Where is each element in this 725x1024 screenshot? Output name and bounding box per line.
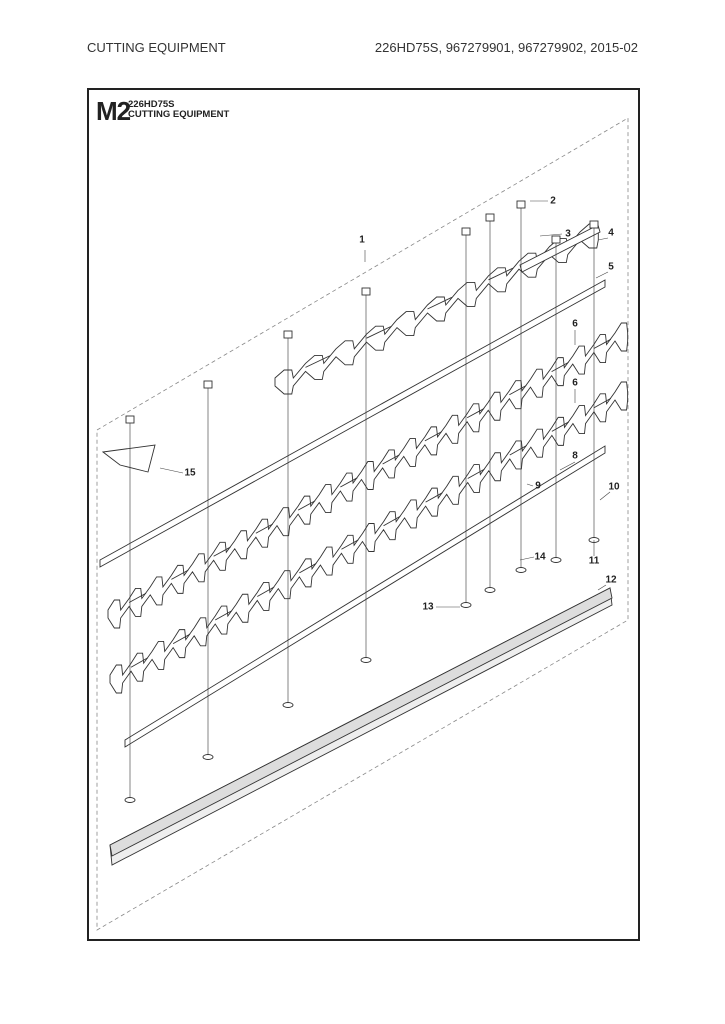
- nut: [516, 200, 526, 209]
- leader-line: [519, 556, 535, 561]
- blade-slot: [551, 421, 569, 432]
- cutting-blade-lower: [109, 381, 629, 694]
- nut: [485, 213, 495, 222]
- cutting-blade-upper: [107, 322, 629, 629]
- callout-1: 1: [359, 234, 365, 246]
- diagram-heading: 226HD75S CUTTING EQUIPMENT: [128, 100, 229, 120]
- blade-slot: [467, 468, 485, 479]
- header-model-info: 226HD75S, 967279901, 967279902, 2015-02: [374, 40, 638, 55]
- callout-11: 11: [588, 555, 600, 567]
- blade-slot: [366, 326, 392, 339]
- plate-5: [519, 224, 601, 273]
- bolt-head: [460, 602, 472, 608]
- callout-3: 3: [565, 228, 571, 240]
- callout-2: 2: [550, 195, 556, 207]
- callout-5: 5: [608, 261, 614, 273]
- leader-line: [526, 483, 534, 487]
- callout-6: 6: [572, 318, 578, 330]
- blade-slot: [427, 296, 453, 310]
- support-bar-top: [99, 279, 606, 568]
- blade-slot: [382, 454, 400, 465]
- callout-4: 4: [608, 227, 614, 239]
- assembly-boundary: [96, 117, 629, 931]
- blade-slot: [213, 546, 231, 557]
- nut: [125, 415, 135, 424]
- blade-slot: [172, 633, 191, 645]
- diagram-model: 226HD75S: [128, 99, 175, 110]
- blade-slot: [424, 431, 442, 442]
- bolt-head: [124, 797, 136, 803]
- leader-line: [597, 237, 609, 241]
- leader-line: [539, 233, 563, 237]
- callout-9: 9: [535, 480, 541, 492]
- bolt-head: [550, 557, 562, 563]
- diagram-title: CUTTING EQUIPMENT: [128, 109, 230, 120]
- blade-slot: [130, 657, 149, 668]
- callout-10: 10: [608, 481, 620, 493]
- blade-slot: [341, 539, 359, 550]
- callout-15: 15: [184, 467, 196, 479]
- diagram-frame: [87, 88, 640, 941]
- callout-8: 8: [572, 450, 578, 462]
- blade-slot: [425, 492, 443, 503]
- bolt-head: [282, 702, 294, 708]
- blade-slot: [299, 563, 317, 574]
- blade-slot: [171, 569, 189, 580]
- leader-line: [595, 271, 609, 279]
- nut: [283, 330, 293, 339]
- bolt-head: [515, 567, 527, 573]
- callout-14: 14: [534, 551, 546, 563]
- blade-guard-15: [101, 444, 156, 473]
- blade-slot: [593, 338, 611, 349]
- callout-12: 12: [605, 574, 617, 586]
- nut: [589, 220, 599, 229]
- bolt-head: [202, 754, 214, 760]
- bolt-head: [484, 587, 496, 593]
- callout-6: 6: [572, 377, 578, 389]
- blade-slot: [340, 477, 358, 488]
- guide-rail-top: [109, 587, 613, 857]
- blade-slot: [509, 385, 527, 396]
- blade-slot: [214, 610, 233, 621]
- nut: [461, 227, 471, 236]
- leader-line: [559, 461, 576, 471]
- leader-line: [599, 491, 611, 501]
- blade-slot: [297, 500, 316, 511]
- leader-line: [597, 584, 607, 591]
- nut: [203, 380, 213, 389]
- blade-slot: [383, 515, 401, 527]
- header-section-title: CUTTING EQUIPMENT: [87, 40, 226, 55]
- blade-slot: [305, 355, 331, 368]
- blade-slot: [128, 592, 147, 603]
- support-bar-bottom: [124, 445, 606, 748]
- blade-slot: [466, 408, 485, 419]
- bolt-head: [360, 657, 372, 663]
- blade-outline: [107, 322, 629, 629]
- blade-slot: [488, 267, 514, 281]
- nut: [551, 235, 561, 244]
- blade-slot: [593, 397, 612, 409]
- blade-slot: [509, 445, 527, 456]
- blade-slot: [257, 586, 275, 597]
- leader-line: [159, 467, 184, 474]
- callout-13: 13: [422, 601, 434, 613]
- blade-slot: [551, 361, 569, 373]
- blade-slot: [255, 523, 273, 534]
- blade-outline: [109, 381, 629, 694]
- diagram-code: M2: [96, 96, 131, 126]
- nut: [361, 287, 371, 296]
